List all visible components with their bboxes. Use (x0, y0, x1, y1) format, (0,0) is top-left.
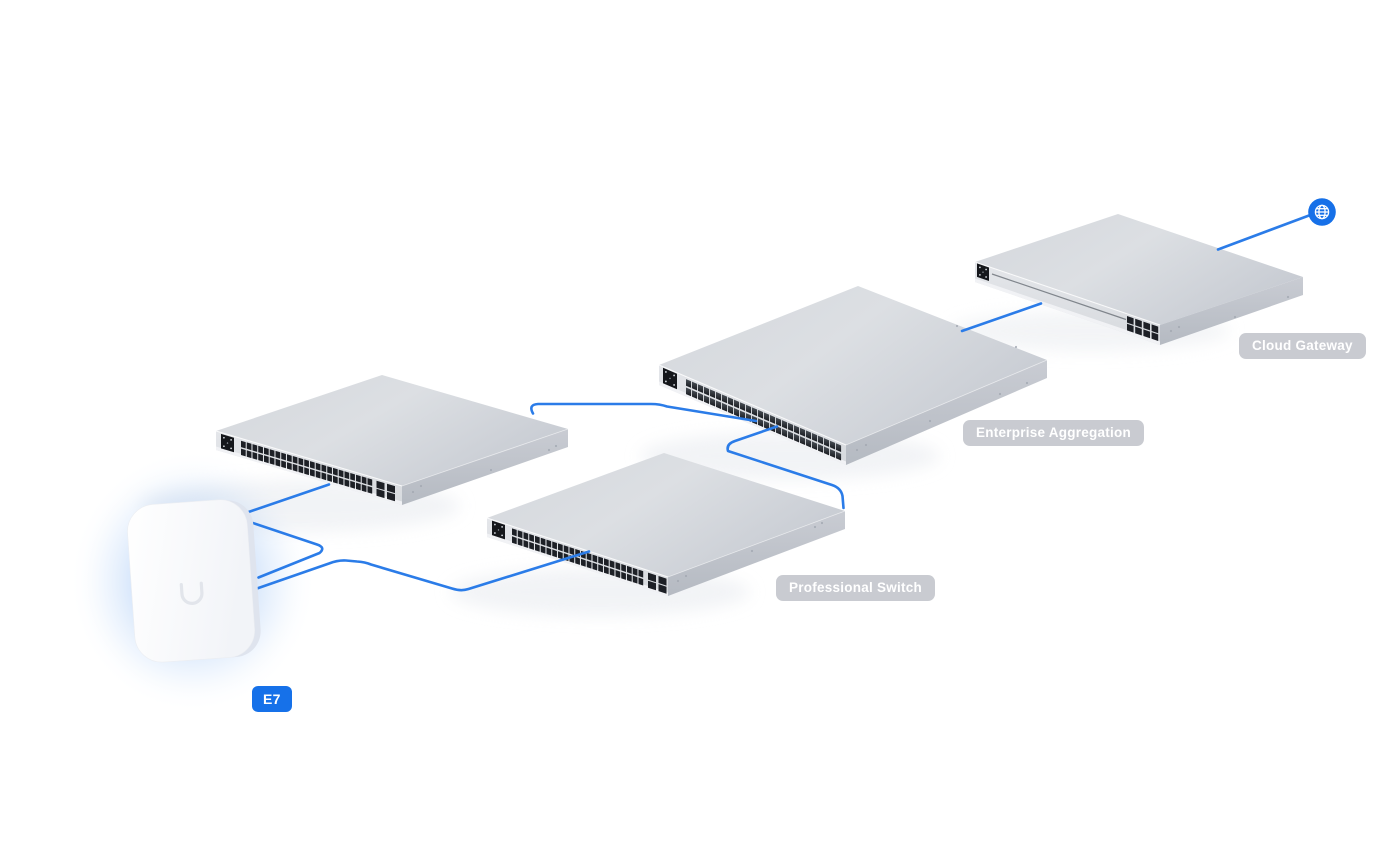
device-details (221, 263, 1290, 583)
gateway-cloud[interactable] (974, 214, 1303, 345)
gateway-side-face (1160, 277, 1303, 345)
switch-48port-left[interactable] (215, 375, 569, 505)
edge-highlight (486, 517, 669, 578)
edge-highlight (974, 261, 1161, 326)
switch-professional[interactable] (486, 453, 846, 596)
label-cloud-gateway: Cloud Gateway (1239, 333, 1366, 359)
vent-slit (991, 273, 1127, 321)
wire-aggregation-to-gateway (960, 302, 1043, 333)
label-enterprise-aggregation: Enterprise Aggregation (963, 420, 1145, 446)
edge-highlight (215, 430, 403, 487)
wire-e7-to-professional (255, 550, 591, 592)
globe-lines (1314, 204, 1330, 220)
label-e7-badge: E7 (252, 686, 292, 712)
port-array (241, 440, 395, 502)
switch-top-face (487, 453, 845, 577)
gateway-front-face (975, 262, 1160, 345)
u-logo-icon (179, 581, 204, 605)
switch-side-face (402, 429, 568, 505)
wire-leftswitch-to-aggregation (530, 402, 758, 423)
edge-highlight (658, 364, 847, 446)
switch-side-face (846, 360, 1047, 465)
gateway-top-face (975, 214, 1303, 325)
port-array (1127, 316, 1159, 342)
edge-highlight (845, 359, 1048, 446)
wire-gateway-to-internet (1216, 214, 1311, 251)
label-professional-switch: Professional Switch (776, 575, 936, 601)
e7-body (127, 499, 255, 663)
gateway-front-lip (975, 278, 1160, 345)
wire-aggregation-to-professional (726, 425, 845, 510)
switch-top-face (659, 286, 1047, 445)
globe-icon[interactable] (1308, 198, 1336, 226)
switch-top-face (216, 375, 568, 486)
port-array (512, 528, 667, 594)
edge-highlight (401, 428, 569, 487)
edge-highlight (667, 510, 846, 578)
switch-side-face (668, 511, 845, 596)
e7-access-point[interactable] (126, 498, 263, 664)
